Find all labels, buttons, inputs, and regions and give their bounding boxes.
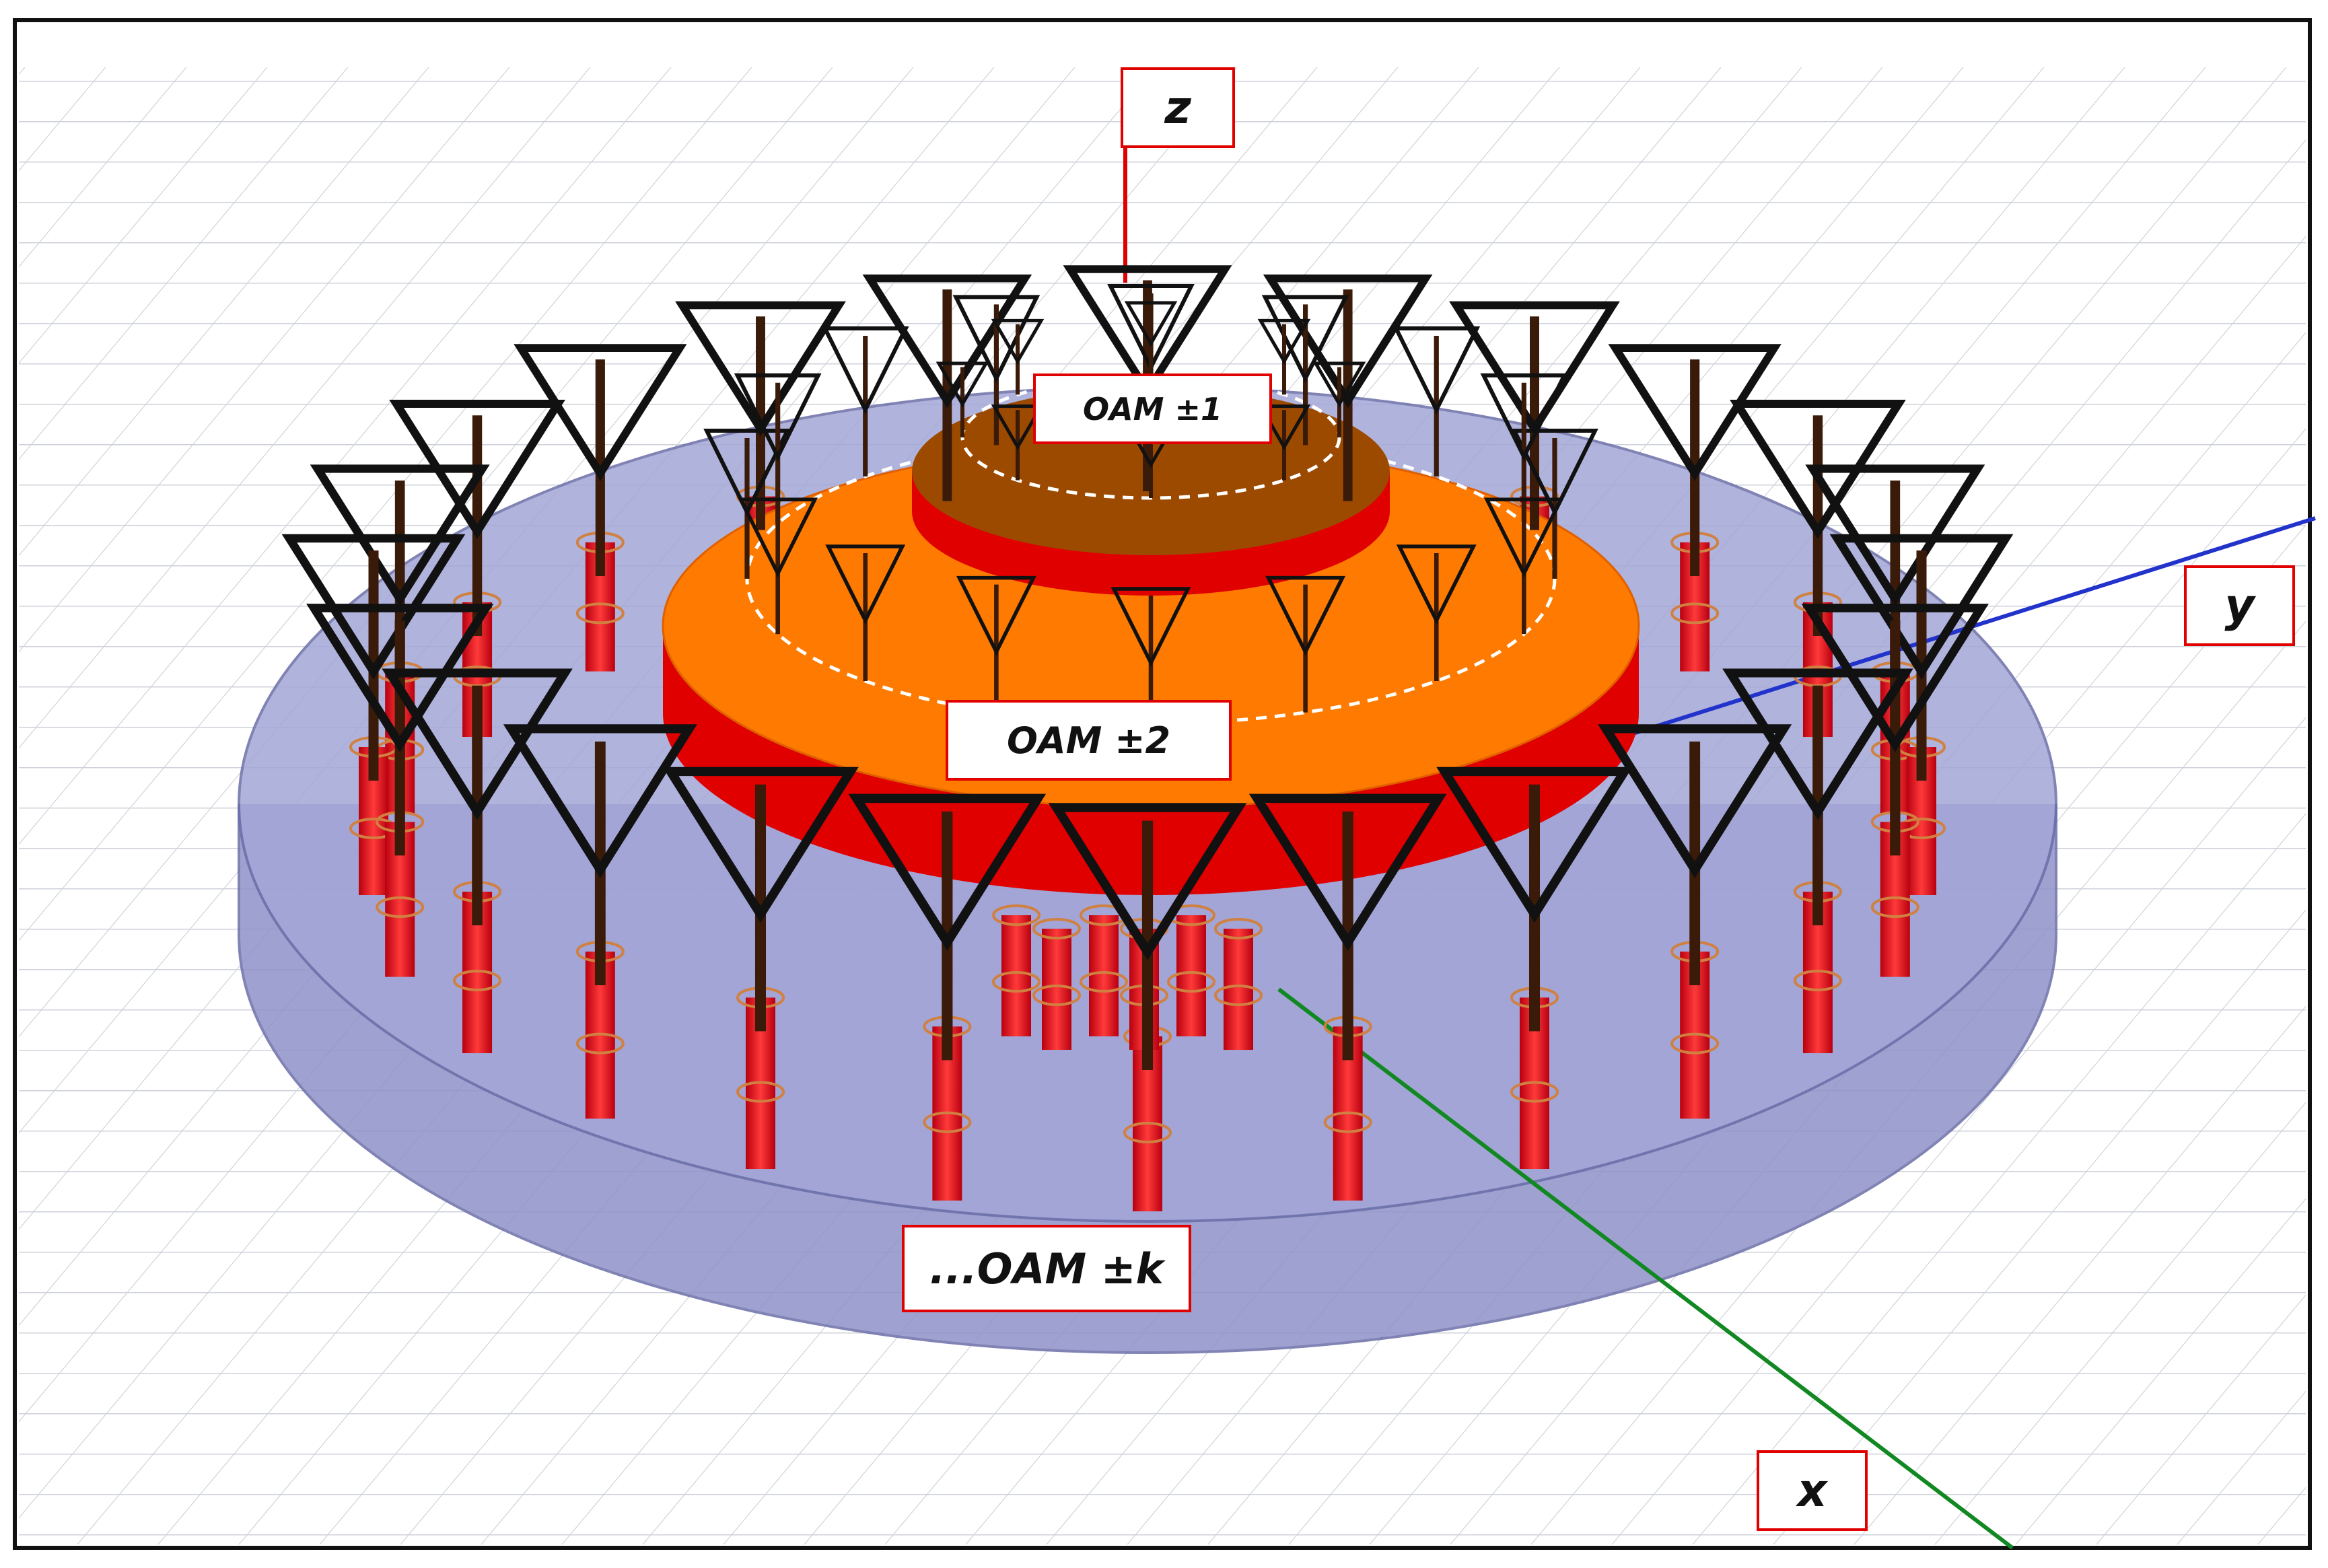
outer-ring-antenna xyxy=(848,793,1047,1061)
inner-ring-antenna xyxy=(991,404,1045,480)
axis-y-line xyxy=(1547,516,2316,762)
middle-ring-antenna xyxy=(1396,544,1477,682)
inner-ring-antenna xyxy=(1257,318,1311,395)
inner-ring-antenna xyxy=(1124,301,1178,377)
middle-ring-antenna xyxy=(738,497,818,635)
center-feed-pin xyxy=(992,904,1040,1036)
axis-z-label: z xyxy=(1121,67,1235,148)
middle-ring-antenna xyxy=(825,544,906,682)
oam-1-label: OAM ±1 xyxy=(1033,373,1272,444)
middle-ring-antenna xyxy=(1265,575,1346,713)
middle-ring-antenna xyxy=(1392,326,1481,476)
center-feed-pin xyxy=(1032,918,1081,1050)
outer-ring-antenna xyxy=(1598,724,1792,986)
outer-feed-pin xyxy=(453,881,502,1053)
oam-2-label: OAM ±2 xyxy=(946,700,1232,781)
outer-ring-antenna xyxy=(1449,301,1620,530)
antenna-elements xyxy=(281,265,2014,1070)
outer-ring-antenna xyxy=(1263,274,1433,501)
oam-k-label: ...OAM ±k xyxy=(902,1225,1191,1312)
outer-ring-antenna xyxy=(862,274,1032,501)
outer-ring-antenna xyxy=(1436,767,1633,1032)
outer-ring-antenna xyxy=(1048,803,1247,1070)
outer-ring-antenna xyxy=(1608,344,1782,576)
center-feed-pin xyxy=(1080,904,1128,1036)
middle-ring-antenna xyxy=(821,326,909,476)
axis-x-label: x xyxy=(1757,1450,1868,1531)
middle-ring-antenna xyxy=(1483,497,1564,635)
middle-ring-antenna xyxy=(956,575,1036,713)
outer-ring-antenna xyxy=(1248,793,1447,1061)
outer-ring-antenna xyxy=(662,767,859,1032)
inner-ring-antenna xyxy=(991,318,1045,395)
outer-feed-pin xyxy=(1123,1026,1172,1211)
outer-ring-antenna xyxy=(514,344,687,576)
inner-ring-antenna xyxy=(1312,361,1366,437)
center-feed-pin xyxy=(1214,918,1263,1050)
axis-x-line xyxy=(1277,987,2014,1550)
axis-y-label: y xyxy=(2184,565,2295,646)
inner-ring-antenna xyxy=(936,361,989,437)
inner-ring-antenna xyxy=(1257,404,1311,480)
outer-ring-antenna xyxy=(503,724,697,986)
